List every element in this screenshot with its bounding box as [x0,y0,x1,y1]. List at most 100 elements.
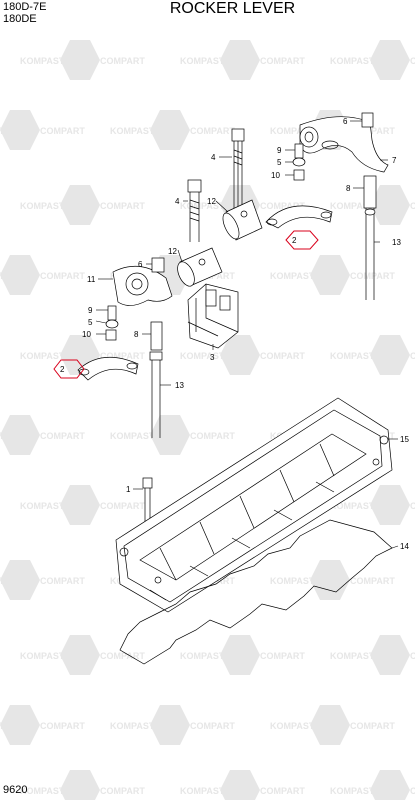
watermark-tile: KOMPAST COMPART [20,40,145,80]
callout-label: 8 [346,184,351,193]
watermark-tile: KOMPAST COMPART [20,185,145,225]
watermark-text: KOMPAST [20,56,65,66]
nut-part-6-lower [151,257,165,273]
watermark-text: COMPART [260,201,305,211]
pushrod-lower [149,321,163,438]
callout-label: 14 [400,542,409,551]
watermark-text: COMPART [410,351,415,361]
watermark-text: KOMPAST [270,126,315,136]
callout-label: 15 [400,435,409,444]
bolt-part-4-lower [187,179,202,242]
highlight-marker-2-upper [285,230,319,250]
watermark-tile: KOMPAST COMPART [110,110,235,150]
watermark-text: COMPART [100,651,145,661]
watermark-text: KOMPAST [0,576,5,586]
watermark-text: COMPART [350,576,395,586]
watermark-text: KOMPAST [110,126,155,136]
watermark-text: KOMPAST [330,786,375,796]
watermark-text: COMPART [410,501,415,511]
callout-label: 9 [277,146,282,155]
highlight-markers [53,230,319,379]
watermark-text: KOMPAST [270,721,315,731]
callout-label: 6 [138,260,143,269]
highlight-marker-2-lower [53,359,85,379]
adjust-screw-lower [105,305,119,341]
model-code-secondary: 180DE [3,13,37,25]
clamp-part-2-upper [265,205,333,229]
callout-label: 5 [277,158,282,167]
watermark-text: KOMPAST [0,721,5,731]
callout-label: 10 [271,171,280,180]
watermark-text: KOMPAST [330,501,375,511]
watermark-tile: KOMPAST COMPART [180,635,305,675]
watermark-text: KOMPAST [180,56,225,66]
callout-label: 11 [87,275,96,284]
watermark-text: KOMPAST [0,431,5,441]
callout-label: 5 [88,318,93,327]
watermark-text: COMPART [190,126,235,136]
watermark-text: COMPART [40,126,85,136]
callout-label: 12 [207,197,216,206]
callout-label: 7 [392,156,397,165]
watermark-text: COMPART [410,786,415,796]
callout-label: 9 [88,306,93,315]
rocker-lever-lower [112,265,173,306]
watermark-text: KOMPAST [20,786,65,796]
watermark-text: COMPART [190,721,235,731]
watermark-text: KOMPAST [180,201,225,211]
watermark-text: KOMPAST [330,56,375,66]
watermark-text: KOMPAST [0,271,5,281]
watermark-text: COMPART [190,431,235,441]
watermark-tile: KOMPAST COMPART [330,485,415,525]
watermark-text: COMPART [100,201,145,211]
watermark-tile: KOMPAST COMPART [270,560,395,600]
page-number: 9620 [3,784,28,796]
watermark-text: KOMPAST [270,576,315,586]
nut-part-6-upper [361,112,374,128]
watermark-text: COMPART [260,351,305,361]
rocker-shaft-upper [222,199,263,241]
bolt-part-4-upper [231,128,245,210]
callout-label: 8 [134,330,139,339]
watermark-tile: KOMPAST COMPART [180,40,305,80]
callout-label: 6 [343,117,348,126]
watermark-text: COMPART [260,56,305,66]
watermark-text: COMPART [260,651,305,661]
callout-label: 10 [82,330,91,339]
adjust-screw-upper [292,143,306,181]
pushrod-upper [363,175,377,300]
watermark-text: KOMPAST [180,786,225,796]
watermark-text: KOMPAST [20,201,65,211]
callout-label: 13 [175,381,184,390]
watermark-text: COMPART [410,651,415,661]
rocker-lever-upper [299,116,389,173]
watermark-text: COMPART [100,56,145,66]
watermark-text: KOMPAST [270,271,315,281]
watermark-text: KOMPAST [20,501,65,511]
leader-lines [95,120,399,549]
watermark-text: COMPART [350,126,395,136]
model-code-primary: 180D-7E [3,1,47,13]
watermark-tile: KOMPAST COMPART [330,770,415,800]
watermark-text: COMPART [100,786,145,796]
callout-label: 13 [392,238,401,247]
watermark-text: KOMPAST [180,651,225,661]
watermark-tile: KOMPAST COMPART [330,635,415,675]
callout-label: 1 [126,485,131,494]
watermark-text: KOMPAST [330,651,375,661]
callout-label: 4 [175,197,180,206]
